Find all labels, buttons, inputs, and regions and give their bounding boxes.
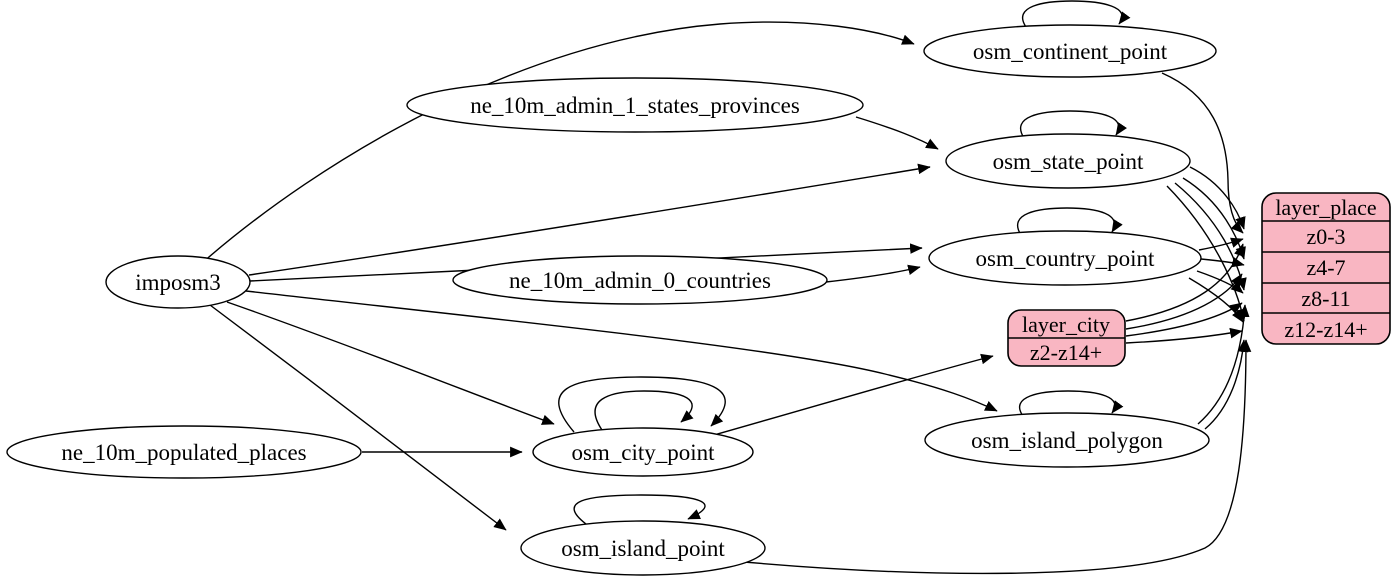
- self-loop-osm_city_point-inner: [594, 390, 694, 431]
- record-layer_place: layer_place z0-3 z4-7 z8-11 z12-z14+: [1261, 192, 1391, 345]
- node-ellipse: [924, 412, 1210, 468]
- node-ne_10m_admin_1_states_provinces: ne_10m_admin_1_states_provinces: [406, 77, 864, 133]
- node-label: ne_10m_admin_1_states_provinces: [470, 93, 800, 118]
- node-label: osm_continent_point: [973, 39, 1168, 64]
- self-loop-osm_city_point-outer: [558, 376, 726, 433]
- node-osm_city_point: osm_city_point: [532, 427, 754, 477]
- record-row-z2-z14: z2-z14+: [1030, 340, 1102, 365]
- node-label: osm_island_polygon: [971, 428, 1163, 453]
- edge-osm_island_polygon-layer_place-z8-11: [1197, 304, 1250, 425]
- edge-group: [201, 0, 1252, 575]
- node-label: osm_city_point: [571, 440, 715, 465]
- node-ellipse: [406, 77, 864, 133]
- edge-layer_city-layer_place-z12-z14: [1125, 327, 1243, 344]
- edge-osm_country_point-layer_place-z4-7: [1200, 256, 1245, 268]
- record-row-z12-z14: z12-z14+: [1284, 317, 1367, 342]
- node-osm_island_polygon: osm_island_polygon: [924, 412, 1210, 468]
- edge-osm_state_point-layer_place-z0-3: [1189, 166, 1246, 230]
- edge-imposm3-osm_island_point: [209, 304, 507, 531]
- node-osm_state_point: osm_state_point: [945, 133, 1191, 189]
- record-title: layer_city: [1022, 312, 1110, 337]
- node-label: osm_island_point: [561, 536, 725, 561]
- edge-imposm3-osm_island_polygon: [245, 290, 998, 412]
- record-row-z0-3: z0-3: [1306, 224, 1345, 249]
- edge-osm_country_point-layer_place-z12-z14: [1188, 277, 1244, 323]
- record-row-z8-11: z8-11: [1301, 286, 1350, 311]
- record-layer_city: layer_city z2-z14+: [1007, 309, 1126, 367]
- node-label: osm_country_point: [976, 246, 1155, 271]
- node-osm_island_point: osm_island_point: [520, 520, 766, 576]
- self-loop-osm_country_point: [1017, 207, 1123, 236]
- edge-osm_continent_point-layer_place-z0-3: [1161, 72, 1244, 234]
- edge-ne_10m_admin_0_countries-osm_country_point: [825, 264, 921, 283]
- node-ellipse: [532, 427, 754, 477]
- edge-osm_country_point-layer_place-z8-11: [1196, 270, 1244, 294]
- node-ellipse: [923, 24, 1217, 78]
- node-ellipse: [520, 520, 766, 576]
- edge-layer_city-layer_place-z8-11: [1125, 302, 1243, 337]
- node-imposm3: imposm3: [105, 255, 251, 309]
- self-loop-osm_island_point: [573, 494, 706, 525]
- edge-imposm3-osm_state_point: [248, 163, 931, 276]
- self-loop-osm_island_polygon: [1019, 390, 1124, 417]
- edge-imposm3-osm_city_point: [226, 301, 555, 425]
- self-loop-osm_state_point: [1020, 110, 1128, 139]
- record-title: layer_place: [1275, 195, 1376, 220]
- node-label: imposm3: [135, 270, 221, 295]
- edge-osm_island_point-layer_place-z12-z14: [732, 339, 1252, 575]
- node-ellipse: [6, 425, 362, 479]
- edge-imposm3-osm_continent_point: [201, 21, 915, 264]
- edge-ne_10m_admin_1_states_provinces-osm_state_point: [855, 116, 939, 150]
- node-osm_country_point: osm_country_point: [928, 230, 1202, 286]
- node-osm_continent_point: osm_continent_point: [923, 24, 1217, 78]
- node-label: osm_state_point: [993, 149, 1144, 174]
- self-loop-osm_continent_point: [1022, 0, 1131, 28]
- record-background: [1261, 192, 1391, 345]
- node-label: ne_10m_admin_0_countries: [509, 268, 771, 293]
- node-ellipse: [452, 255, 828, 305]
- edge-layer_city-layer_place-z0-3: [1125, 243, 1245, 322]
- edge-layer_city-layer_place-z4-7: [1125, 273, 1243, 330]
- node-ellipse: [945, 133, 1191, 189]
- edge-osm_city_point-layer_city-z2-z14: [713, 353, 994, 436]
- node-ne_10m_populated_places: ne_10m_populated_places: [6, 425, 362, 479]
- node-ellipse: [105, 255, 251, 309]
- node-ellipse: [928, 230, 1202, 286]
- edge-osm_country_point-layer_place-z0-3: [1198, 237, 1244, 251]
- node-ne_10m_admin_0_countries: ne_10m_admin_0_countries: [452, 255, 828, 305]
- record-row-z4-7: z4-7: [1306, 255, 1345, 280]
- node-label: ne_10m_populated_places: [61, 440, 306, 465]
